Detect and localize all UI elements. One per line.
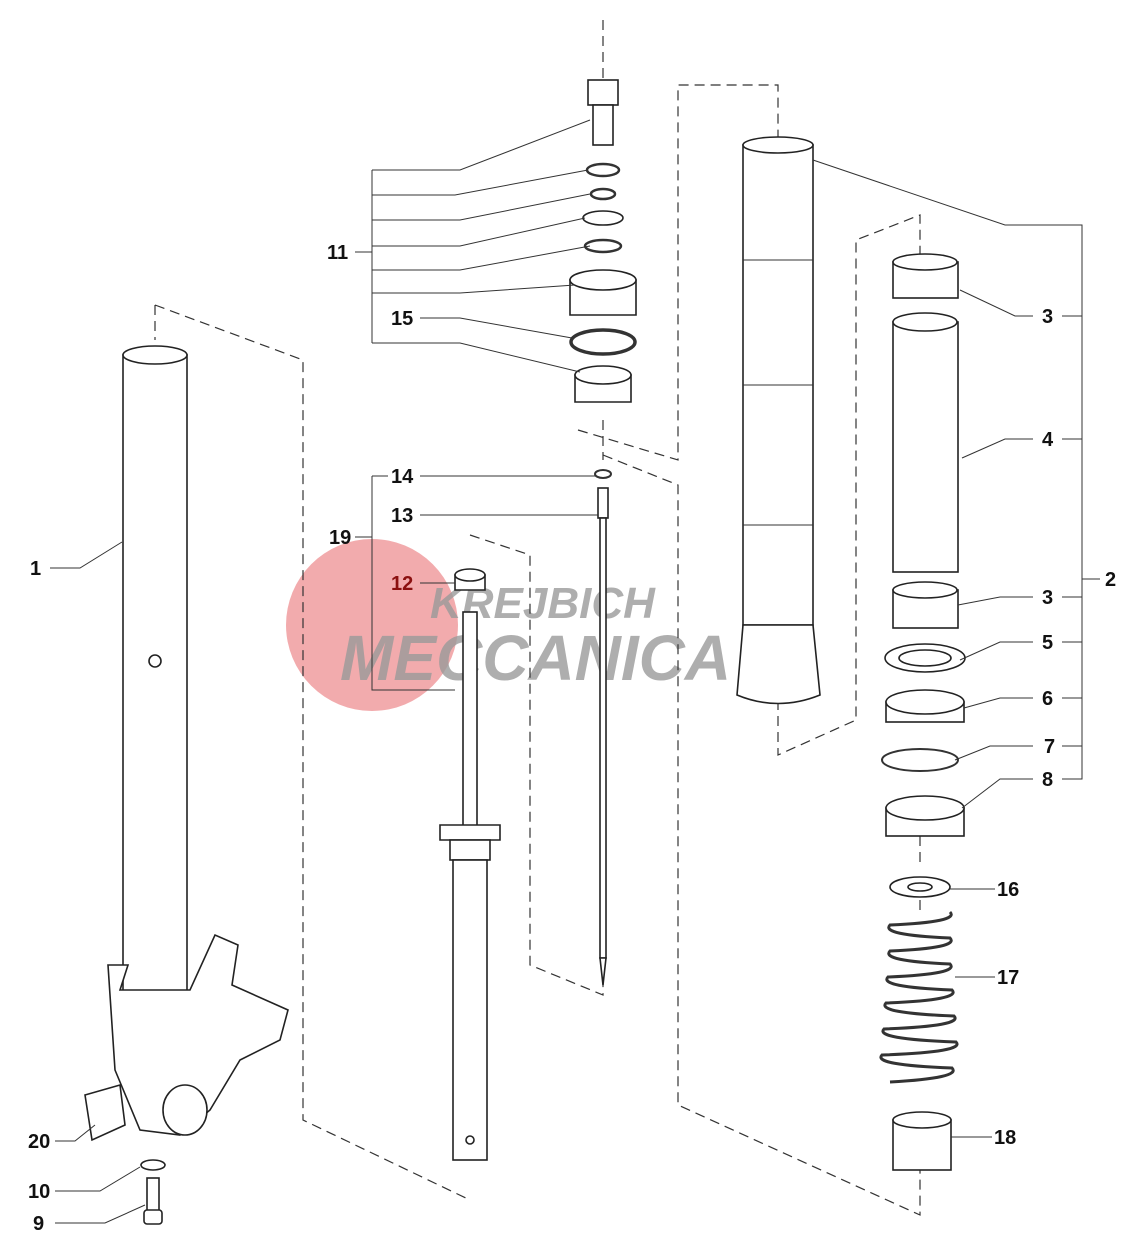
label-part-2: 2 <box>1105 569 1116 591</box>
part-inner-tube <box>736 136 821 705</box>
label-part-14: 14 <box>391 466 414 488</box>
assembly-guide-lines <box>154 20 921 1216</box>
leader-lines <box>50 119 1100 1224</box>
part-bolt-washer <box>140 1159 166 1225</box>
part-adjuster-rod <box>594 469 612 986</box>
label-part-3: 3 <box>1042 587 1053 609</box>
part-top-cap-assembly <box>569 79 637 403</box>
part-spring-spacer <box>879 876 959 1171</box>
label-part-15: 15 <box>391 308 413 330</box>
label-part-18: 18 <box>994 1127 1016 1149</box>
part-damper-cartridge <box>439 568 501 1161</box>
part-number-labels: 1 2 3 4 3 5 6 7 8 9 10 11 12 13 14 15 16… <box>28 242 1116 1235</box>
label-part-19: 19 <box>329 527 351 549</box>
label-part-13: 13 <box>391 505 413 527</box>
label-part-10: 10 <box>28 1181 50 1203</box>
label-part-17: 17 <box>997 967 1019 989</box>
label-part-12: 12 <box>391 573 413 595</box>
label-part-7: 7 <box>1044 736 1055 758</box>
label-part-9: 9 <box>33 1213 44 1235</box>
label-part-6: 6 <box>1042 688 1053 710</box>
label-part-5: 5 <box>1042 632 1053 654</box>
label-part-16: 16 <box>997 879 1019 901</box>
label-part-20: 20 <box>28 1131 50 1153</box>
part-outer-tube <box>84 345 289 1142</box>
watermark-logo: KREJBICH MECCANICA <box>286 539 731 711</box>
part-bushings-and-seals <box>881 253 966 837</box>
label-part-4: 4 <box>1042 429 1054 451</box>
label-part-3: 3 <box>1042 306 1053 328</box>
label-part-8: 8 <box>1042 769 1053 791</box>
svg-text:MECCANICA: MECCANICA <box>340 622 731 694</box>
label-part-11: 11 <box>327 242 348 264</box>
label-part-1: 1 <box>30 558 41 580</box>
